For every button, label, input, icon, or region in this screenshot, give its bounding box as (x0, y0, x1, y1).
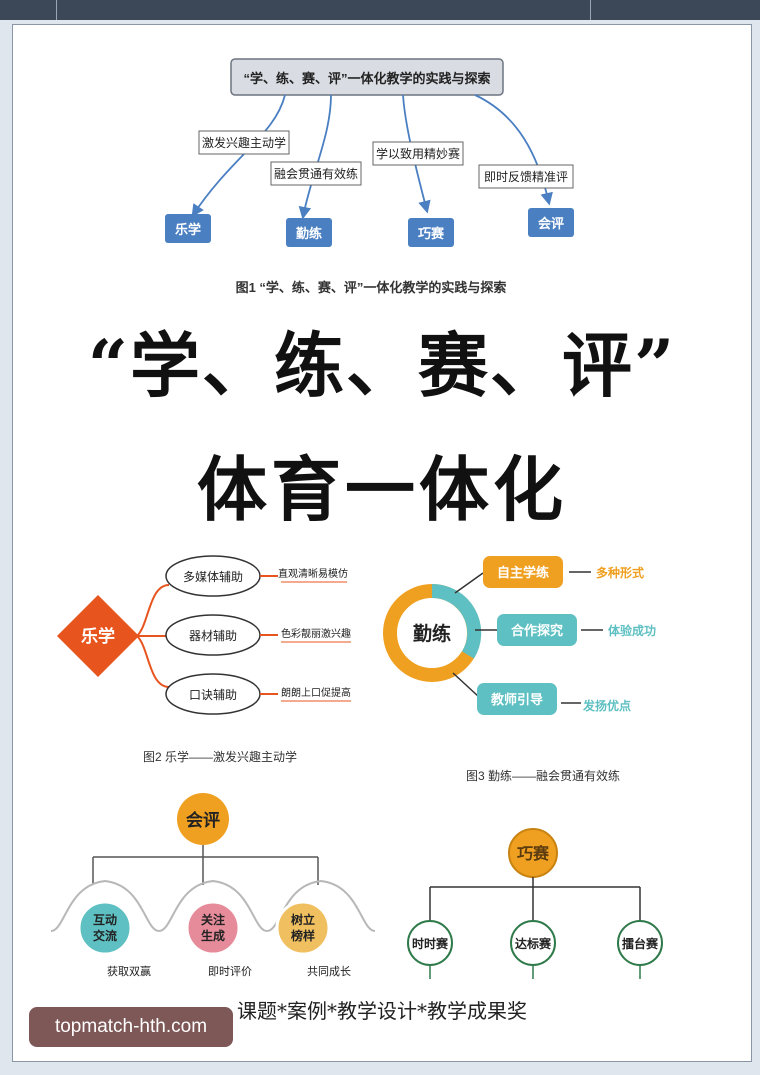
fig1-phrase: 即时反馈精准评 (484, 170, 568, 184)
fig3-qinlian-map: 勤练 自主学练 多种形式 合作探究 体验成功 教师引导 发扬优点 图3 勤练——… (383, 556, 656, 783)
fig3-item-box (497, 614, 577, 646)
fig2-item-label: 多媒体辅助 (183, 570, 243, 584)
fig4-item-circle (275, 900, 331, 956)
fig4-item-line2: 榜样 (291, 928, 315, 943)
poster-page: “学、练、赛、评”一体化教学的实践与探索 激发兴趣主动学 融会贯通有效练 学以致… (12, 24, 752, 1062)
fig1-target: 会评 (538, 216, 564, 231)
fig3-connector (454, 572, 484, 594)
fig3-center-disc (402, 603, 462, 663)
fig1-target-box (286, 218, 332, 247)
fig1-caption: 图1 “学、练、赛、评”一体化教学的实践与探索 (236, 280, 507, 295)
fig5-item-label: 时时赛 (412, 936, 449, 951)
fig3-item-desc: 发扬优点 (582, 698, 631, 713)
fig2-item-label: 器材辅助 (189, 629, 237, 643)
headline-line2: 体育一体化 (197, 448, 567, 531)
fig2-item-desc: 朗朗上口促提高 (281, 686, 351, 699)
fig4-huiping-map: 会评 互动 交流 获取双赢 关注 生成 即时评价 树立 榜样 共同成长 (50, 793, 376, 978)
fig4-item-desc: 共同成长 (307, 965, 351, 978)
fig1-concept-map: “学、练、赛、评”一体化教学的实践与探索 激发兴趣主动学 融会贯通有效练 学以致… (165, 58, 574, 295)
top-bar-divider (590, 0, 591, 20)
fig4-item-desc: 获取双赢 (107, 964, 151, 978)
fig1-phrase-box (478, 164, 574, 189)
fig2-center-label: 乐学 (81, 626, 115, 646)
fig1-arrow (298, 94, 332, 220)
fig3-item-label: 教师引导 (490, 692, 543, 707)
fig5-item-label: 达标赛 (515, 936, 552, 951)
poster-graphics: “学、练、赛、评”一体化教学的实践与探索 激发兴趣主动学 融会贯通有效练 学以致… (50, 58, 663, 979)
fig1-phrase: 学以致用精妙赛 (376, 146, 460, 161)
fig1-target-box (528, 208, 574, 237)
footer-tagline: 课题*案例*教学设计*教学成果奖 (237, 999, 527, 1023)
fig2-item-desc: 直观清晰易模仿 (278, 567, 348, 580)
fig4-item-line2: 交流 (93, 928, 117, 943)
fig1-target-box (165, 214, 211, 243)
fig3-connector (452, 672, 480, 698)
fig4-wave-line (50, 879, 376, 933)
fig4-item-line1: 关注 (201, 912, 225, 927)
fig3-item-desc: 多种形式 (596, 565, 644, 580)
fig1-target: 勤练 (296, 226, 322, 241)
fig5-qiaosai-map: 巧赛 时时赛 达标赛 擂台赛 (407, 828, 663, 979)
fig1-target: 巧赛 (418, 226, 445, 241)
fig1-root-box (230, 58, 504, 96)
fig4-item-line2: 生成 (201, 928, 225, 943)
fig3-item-label: 合作探究 (511, 623, 563, 638)
fig4-item-circle (185, 900, 241, 956)
fig3-center-label: 勤练 (413, 622, 451, 645)
fig3-item-box (483, 556, 563, 588)
fig3-item-box (477, 683, 557, 715)
fig1-phrase-box (270, 161, 362, 186)
fig2-caption: 图2 乐学——激发兴趣主动学 (143, 749, 297, 764)
fig5-item-label: 擂台赛 (622, 936, 659, 951)
top-bar (0, 0, 760, 20)
fig1-target: 乐学 (175, 222, 201, 237)
fig1-root-text: “学、练、赛、评”一体化教学的实践与探索 (243, 71, 490, 86)
fig2-lexue-map: 乐学 多媒体辅助 直观清晰易模仿 器材辅助 色彩靓丽激兴趣 口诀辅助 朗朗上口促… (56, 555, 351, 764)
fig4-center-circle (177, 793, 229, 845)
fig4-center-label: 会评 (186, 810, 220, 830)
fig3-item-desc: 体验成功 (608, 623, 656, 638)
fig2-item-desc: 色彩靓丽激兴趣 (281, 627, 351, 640)
fig1-target-box (408, 218, 454, 247)
fig3-item-label: 自主学练 (497, 565, 549, 580)
fig4-item-line1: 互动 (93, 913, 117, 927)
top-bar-divider (56, 0, 57, 20)
fig3-center-ring-accent (431, 583, 482, 659)
headline-line1: “学、练、赛、评” (87, 324, 677, 407)
fig1-arrow (191, 94, 286, 218)
fig4-item-desc: 即时评价 (208, 965, 252, 978)
fig1-phrase-box (198, 130, 290, 155)
fig4-item-circle (77, 900, 133, 956)
fig1-phrase: 融会贯通有效练 (274, 166, 358, 181)
fig5-center-label: 巧赛 (517, 844, 550, 863)
fig4-item-line1: 树立 (291, 912, 315, 927)
fig2-item-label: 口诀辅助 (189, 688, 237, 702)
fig3-caption: 图3 勤练——融会贯通有效练 (466, 768, 620, 783)
fig1-phrase: 激发兴趣主动学 (202, 135, 286, 150)
watermark-badge: topmatch-hth.com (29, 1007, 233, 1047)
fig1-phrase-box (372, 141, 464, 166)
